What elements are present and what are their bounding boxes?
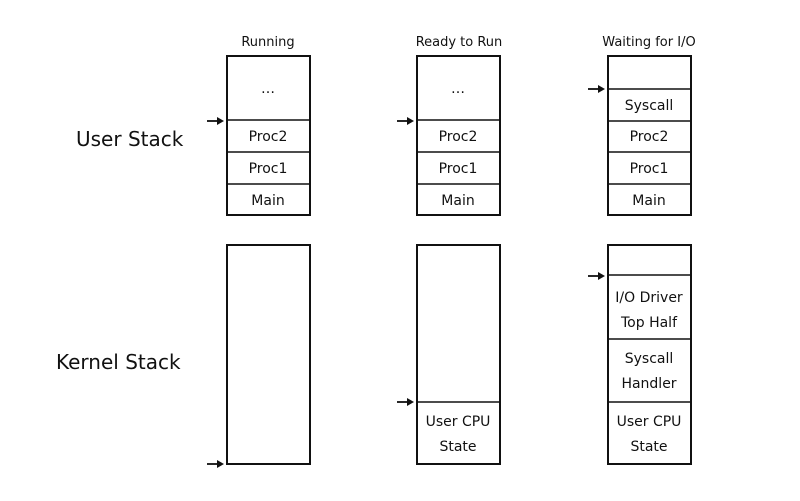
running-user-ellipsis: … <box>261 81 275 97</box>
stack-pointer-arrow <box>588 272 605 280</box>
running-user-proc2: Proc2 <box>249 129 288 145</box>
waiting-user-syscall: Syscall <box>625 98 674 114</box>
waiting-user-proc2: Proc2 <box>630 129 669 145</box>
waiting-user-proc1: Proc1 <box>630 161 669 177</box>
ready-user-proc1: Proc1 <box>439 161 478 177</box>
stack-pointer-arrow <box>397 398 414 406</box>
waiting-kernel-user-cpu-line1: User CPU <box>617 414 682 430</box>
waiting-kernel-io-driver-line1: I/O Driver <box>615 290 683 306</box>
waiting-kernel-user-cpu-line2: State <box>630 439 667 455</box>
column-title-running: Running <box>241 35 294 50</box>
stack-pointer-arrow <box>397 117 414 125</box>
ready-user-ellipsis: … <box>451 81 465 97</box>
running-user-proc1: Proc1 <box>249 161 288 177</box>
user-stack-row-label: User Stack <box>76 127 184 151</box>
ready-kernel-user-cpu-line2: State <box>439 439 476 455</box>
waiting-kernel-syscall-handler-line2: Handler <box>621 376 676 392</box>
stack-pointer-arrow <box>207 117 224 125</box>
waiting-user-stack <box>607 55 692 216</box>
ready-user-main: Main <box>441 193 474 209</box>
kernel-stack-row-label: Kernel Stack <box>56 350 181 374</box>
running-kernel-stack <box>226 244 311 465</box>
stack-pointer-arrow <box>207 460 224 468</box>
ready-user-proc2: Proc2 <box>439 129 478 145</box>
waiting-user-main: Main <box>632 193 665 209</box>
running-user-main: Main <box>251 193 284 209</box>
waiting-kernel-io-driver-line2: Top Half <box>620 315 678 331</box>
running-user-stack <box>226 55 311 216</box>
waiting-kernel-stack <box>607 244 692 465</box>
ready-user-stack <box>416 55 501 216</box>
ready-kernel-user-cpu-line1: User CPU <box>426 414 491 430</box>
column-title-waiting: Waiting for I/O <box>602 35 695 50</box>
stack-pointer-arrow <box>588 85 605 93</box>
column-title-ready: Ready to Run <box>416 35 503 50</box>
ready-kernel-stack <box>416 244 501 465</box>
waiting-kernel-syscall-handler-line1: Syscall <box>625 351 674 367</box>
